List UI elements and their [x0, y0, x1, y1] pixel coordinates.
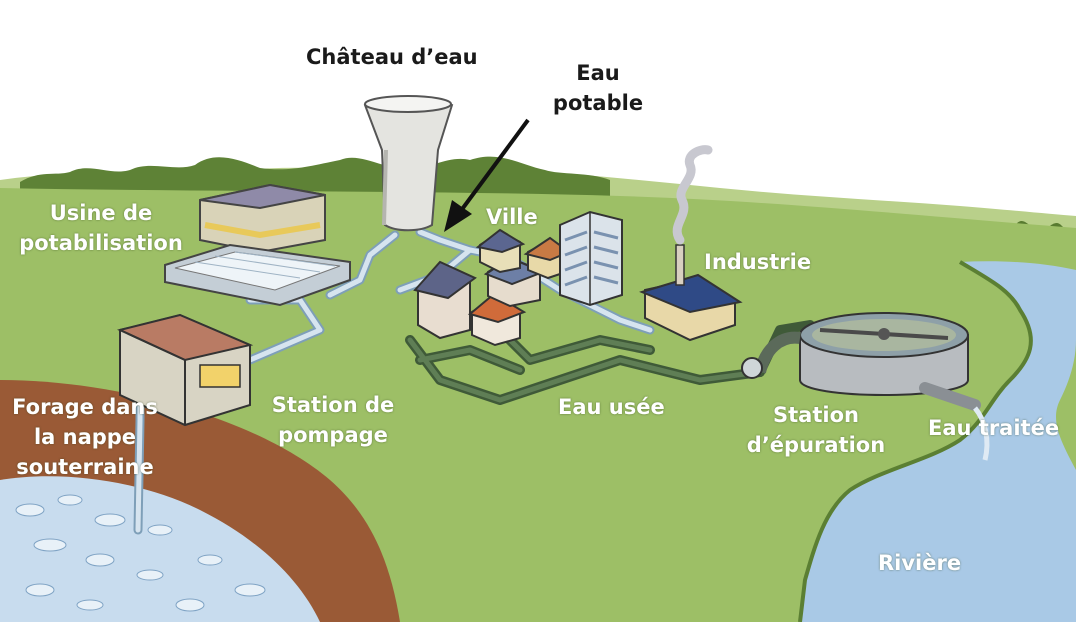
river — [800, 261, 1076, 622]
label-eau-potable-line1: Eau — [576, 61, 620, 85]
label-station-epuration-line2: d’épuration — [746, 433, 886, 457]
label-forage: Forage dans la nappe souterraine — [2, 392, 168, 482]
label-station-pompage: Station de pompage — [262, 390, 404, 450]
waste-water-pipes-highlight — [407, 327, 763, 403]
label-eau-potable: Eau potable — [548, 58, 648, 118]
industry — [639, 145, 743, 342]
pumping-station — [117, 313, 254, 427]
label-eau-usee: Eau usée — [558, 395, 665, 419]
label-station-epuration-line1: Station — [773, 403, 859, 427]
label-eau-traitee: Eau traitée — [928, 416, 1060, 440]
label-ville: Ville — [486, 205, 538, 229]
eau-potable-arrow — [444, 118, 530, 232]
aquifer-pebbles — [15, 494, 266, 612]
label-usine-line2: potabilisation — [19, 231, 183, 255]
label-riviere: Rivière — [878, 551, 962, 575]
label-industrie: Industrie — [704, 250, 812, 274]
river-bank — [798, 260, 1033, 622]
label-station-pompage-line1: Station de — [271, 393, 395, 417]
label-forage-line2: la nappe — [33, 425, 137, 449]
label-forage-line1: Forage dans — [12, 395, 158, 419]
village — [413, 210, 623, 347]
label-chateau-eau: Château d’eau — [306, 45, 478, 69]
treatment-plant — [164, 183, 351, 307]
tree-line — [20, 156, 610, 196]
water-tower — [363, 95, 454, 232]
label-station-pompage-line2: pompage — [278, 423, 388, 447]
label-station-epuration: Station d’épuration — [735, 400, 897, 460]
sewage-treatment-plant — [741, 312, 990, 461]
label-usine-line1: Usine de — [49, 201, 153, 225]
label-eau-potable-line2: potable — [552, 91, 644, 115]
label-usine-potabilisation: Usine de potabilisation — [6, 198, 196, 258]
label-forage-line3: souterraine — [16, 455, 154, 479]
